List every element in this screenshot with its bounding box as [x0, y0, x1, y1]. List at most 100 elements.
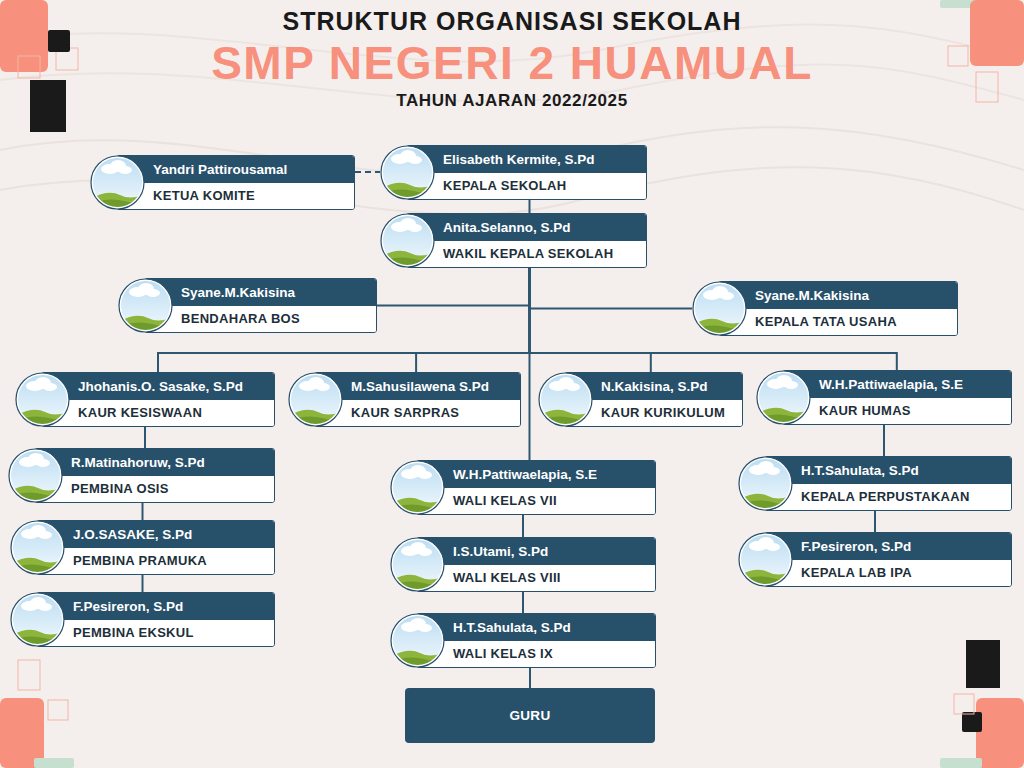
avatar-icon: [390, 537, 445, 592]
connector-line: [883, 425, 885, 456]
avatar-icon: [118, 278, 173, 333]
card-header: I.S.Utami, S.Pd: [417, 538, 655, 565]
avatar-scene: [380, 213, 435, 268]
card-panel: F.Pesireron, S.PdKEPALA LAB IPA: [764, 532, 1012, 587]
avatar-sky: [692, 281, 747, 336]
avatar-outline: [391, 538, 444, 591]
avatar-outline: [381, 146, 434, 199]
card-panel: J.O.SASAKE, S.PdPEMBINA PRAMUKA: [36, 520, 275, 575]
avatar-outline: [11, 593, 64, 646]
avatar-icon: [90, 155, 145, 210]
avatar-scene: [738, 532, 793, 587]
avatar-cloud: [43, 383, 57, 391]
avatar-scene: [380, 145, 435, 200]
avatar-sky: [380, 213, 435, 268]
connector-line: [530, 268, 651, 372]
avatar-ring: [392, 462, 443, 513]
avatar-ring: [12, 594, 63, 645]
card-header: Syane.M.Kakisina: [145, 279, 376, 306]
avatar-scene: [118, 278, 173, 333]
staff-card: H.T.Sahulata, S.PdWALI KELAS IX: [390, 613, 656, 668]
card-body: KETUA KOMITE: [117, 183, 354, 209]
staff-card: M.Sahusilawena S.PdKAUR SARPRAS: [288, 372, 521, 427]
school-name: SMP NEGERI 2 HUAMUAL: [0, 36, 1024, 90]
card-header: Anita.Selanno, S.Pd: [407, 214, 646, 241]
avatar-cloud: [418, 471, 432, 479]
avatar-icon: [738, 532, 793, 587]
avatar-outline: [381, 214, 434, 267]
corner-block: [962, 712, 982, 732]
staff-card: Syane.M.KakisinaKEPALA TATA USAHA: [692, 281, 958, 336]
avatar-scene: [15, 372, 70, 427]
avatar-outline: [119, 279, 172, 332]
card-header: W.H.Pattiwaelapia, S.E: [417, 461, 655, 488]
corner-block: [30, 80, 66, 132]
connector-line: [522, 515, 524, 537]
staff-card: Jhohanis.O. Sasake, S.PdKAUR KESISWAAN: [15, 372, 275, 427]
staff-card: Elisabeth Kermite, S.PdKEPALA SEKOLAH: [380, 145, 647, 200]
avatar-scene: [390, 460, 445, 515]
avatar-scene: [738, 456, 793, 511]
avatar-icon: [288, 372, 343, 427]
connector-line: [522, 592, 524, 613]
avatar-cloud: [38, 603, 52, 611]
connector-line: [416, 268, 529, 372]
avatar-icon: [538, 372, 593, 427]
avatar-outline: [739, 533, 792, 586]
position-title: WAKIL KEPALA SEKOLAH: [407, 241, 613, 266]
card-panel: M.Sahusilawena S.PdKAUR SARPRAS: [314, 372, 521, 427]
staff-card: F.Pesireron, S.PdPEMBINA EKSKUL: [10, 592, 275, 647]
avatar-outline: [9, 449, 62, 502]
card-panel: W.H.Pattiwaelapia, S.EKAUR HUMAS: [782, 370, 1012, 425]
avatar-outline: [693, 282, 746, 335]
avatar-outline: [91, 156, 144, 209]
avatar-cloud: [418, 548, 432, 556]
avatar-icon: [380, 213, 435, 268]
card-body: KAUR KESISWAAN: [42, 400, 274, 426]
avatar-sky: [118, 278, 173, 333]
avatar-scene: [10, 520, 65, 575]
staff-card: R.Matinahoruw, S.PdPEMBINA OSIS: [8, 448, 275, 503]
staff-card: W.H.Pattiwaelapia, S.EWALI KELAS VII: [390, 460, 656, 515]
avatar-icon: [756, 370, 811, 425]
position-title: KEPALA PERPUSTAKAAN: [765, 484, 970, 509]
card-body: WALI KELAS IX: [417, 641, 655, 667]
avatar-sky: [390, 537, 445, 592]
card-header: F.Pesireron, S.Pd: [37, 593, 274, 620]
avatar-sky: [10, 592, 65, 647]
staff-card: H.T.Sahulata, S.PdKEPALA PERPUSTAKAAN: [738, 456, 1012, 511]
avatar-outline: [391, 461, 444, 514]
avatar-cloud: [766, 467, 780, 475]
avatar-scene: [756, 370, 811, 425]
connector-line: [529, 668, 531, 688]
group-label: GURU: [510, 708, 551, 723]
avatar-icon: [8, 448, 63, 503]
card-body: PEMBINA PRAMUKA: [37, 548, 274, 574]
avatar-ring: [694, 283, 745, 334]
staff-card: N.Kakisina, S.PdKAUR KURIKULUM: [538, 372, 743, 427]
avatar-icon: [390, 613, 445, 668]
card-panel: I.S.Utami, S.PdWALI KELAS VIII: [416, 537, 656, 592]
staff-box: GURU: [405, 688, 655, 743]
avatar-ring: [740, 458, 791, 509]
corner-strip: [34, 758, 74, 768]
avatar-sky: [538, 372, 593, 427]
avatar-icon: [738, 456, 793, 511]
card-panel: Jhohanis.O. Sasake, S.PdKAUR KESISWAAN: [41, 372, 275, 427]
card-body: WALI KELAS VII: [417, 488, 655, 514]
avatar-outline: [391, 614, 444, 667]
avatar-cloud: [408, 156, 422, 164]
avatar-cloud: [566, 383, 580, 391]
avatar-cloud: [408, 224, 422, 232]
connector-line: [142, 575, 144, 592]
avatar-outline: [539, 373, 592, 426]
card-body: KEPALA TATA USAHA: [719, 309, 957, 335]
corner-square: [18, 56, 40, 78]
card-body: KEPALA SEKOLAH: [407, 173, 646, 199]
staff-card: Syane.M.KakisinaBENDAHARA BOS: [118, 278, 377, 333]
card-body: WAKIL KEPALA SEKOLAH: [407, 241, 646, 267]
avatar-sky: [10, 520, 65, 575]
card-panel: H.T.Sahulata, S.PdWALI KELAS IX: [416, 613, 656, 668]
avatar-sky: [738, 532, 793, 587]
avatar-ring: [290, 374, 341, 425]
